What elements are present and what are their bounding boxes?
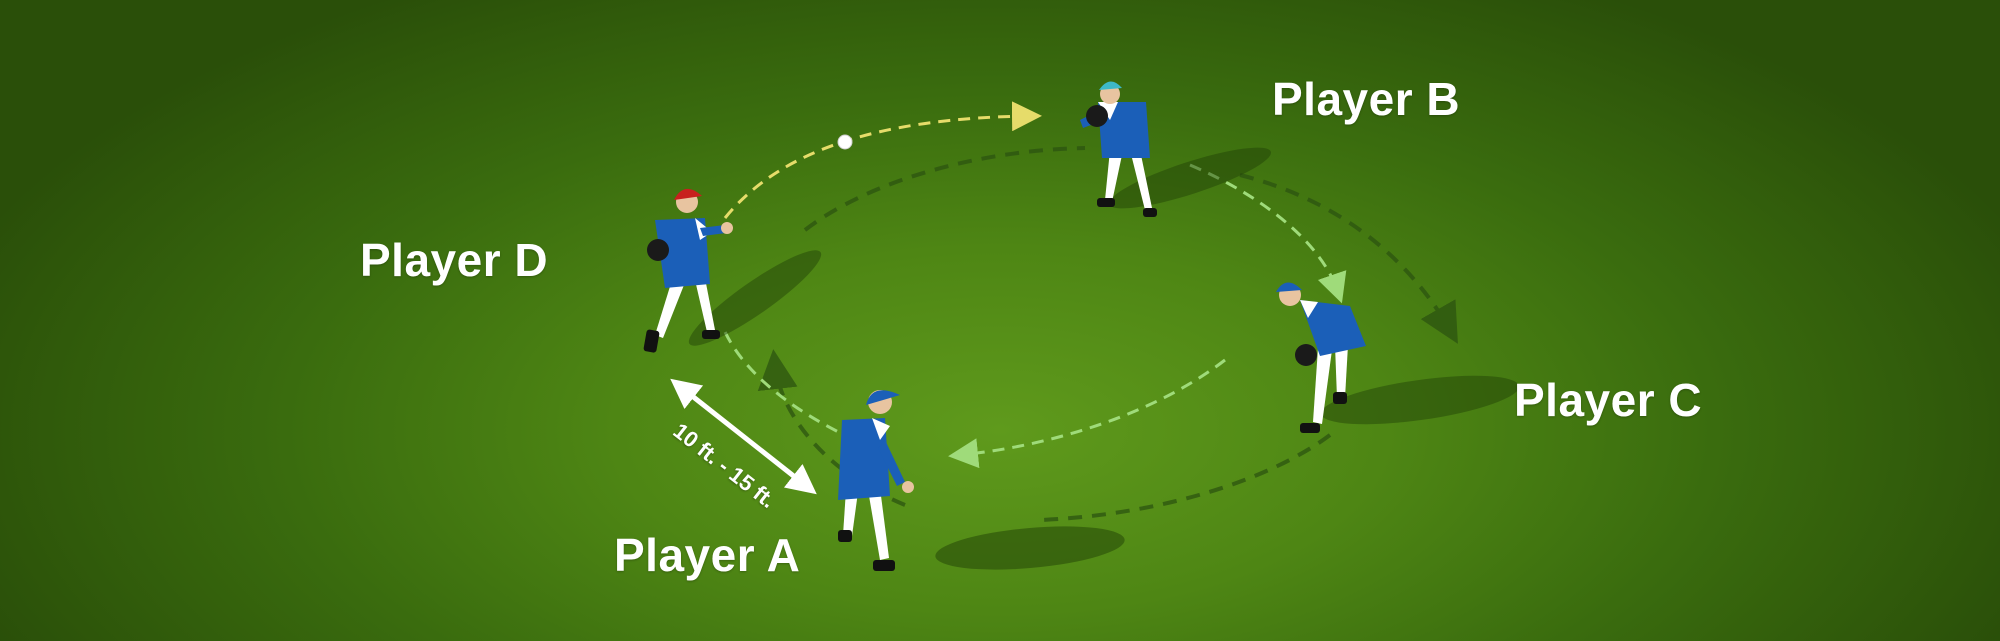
ball-icon: [837, 134, 853, 150]
double-arrow-icon: [670, 378, 817, 495]
player-c-label: Player C: [1514, 374, 1703, 426]
player-a-figure: [838, 390, 1125, 571]
pass-d-to-b: [723, 101, 1042, 219]
glove-icon: [647, 239, 669, 261]
pass-b-to-c: [1189, 163, 1347, 304]
pass-a-to-d: [720, 324, 856, 442]
player-d-label: Player D: [360, 234, 549, 286]
glove-icon: [1086, 105, 1108, 127]
player-d-figure: [643, 188, 822, 353]
player-b-label: Player B: [1272, 73, 1461, 125]
rotation-path-top: [803, 146, 1086, 232]
glove-icon: [1295, 344, 1317, 366]
player-c-figure: [1276, 282, 1520, 433]
pass-c-to-a: [948, 358, 1226, 469]
rotation-path-bottom: [1039, 433, 1332, 522]
player-a-label: Player A: [614, 529, 801, 581]
player-b-figure: [1080, 81, 1271, 217]
